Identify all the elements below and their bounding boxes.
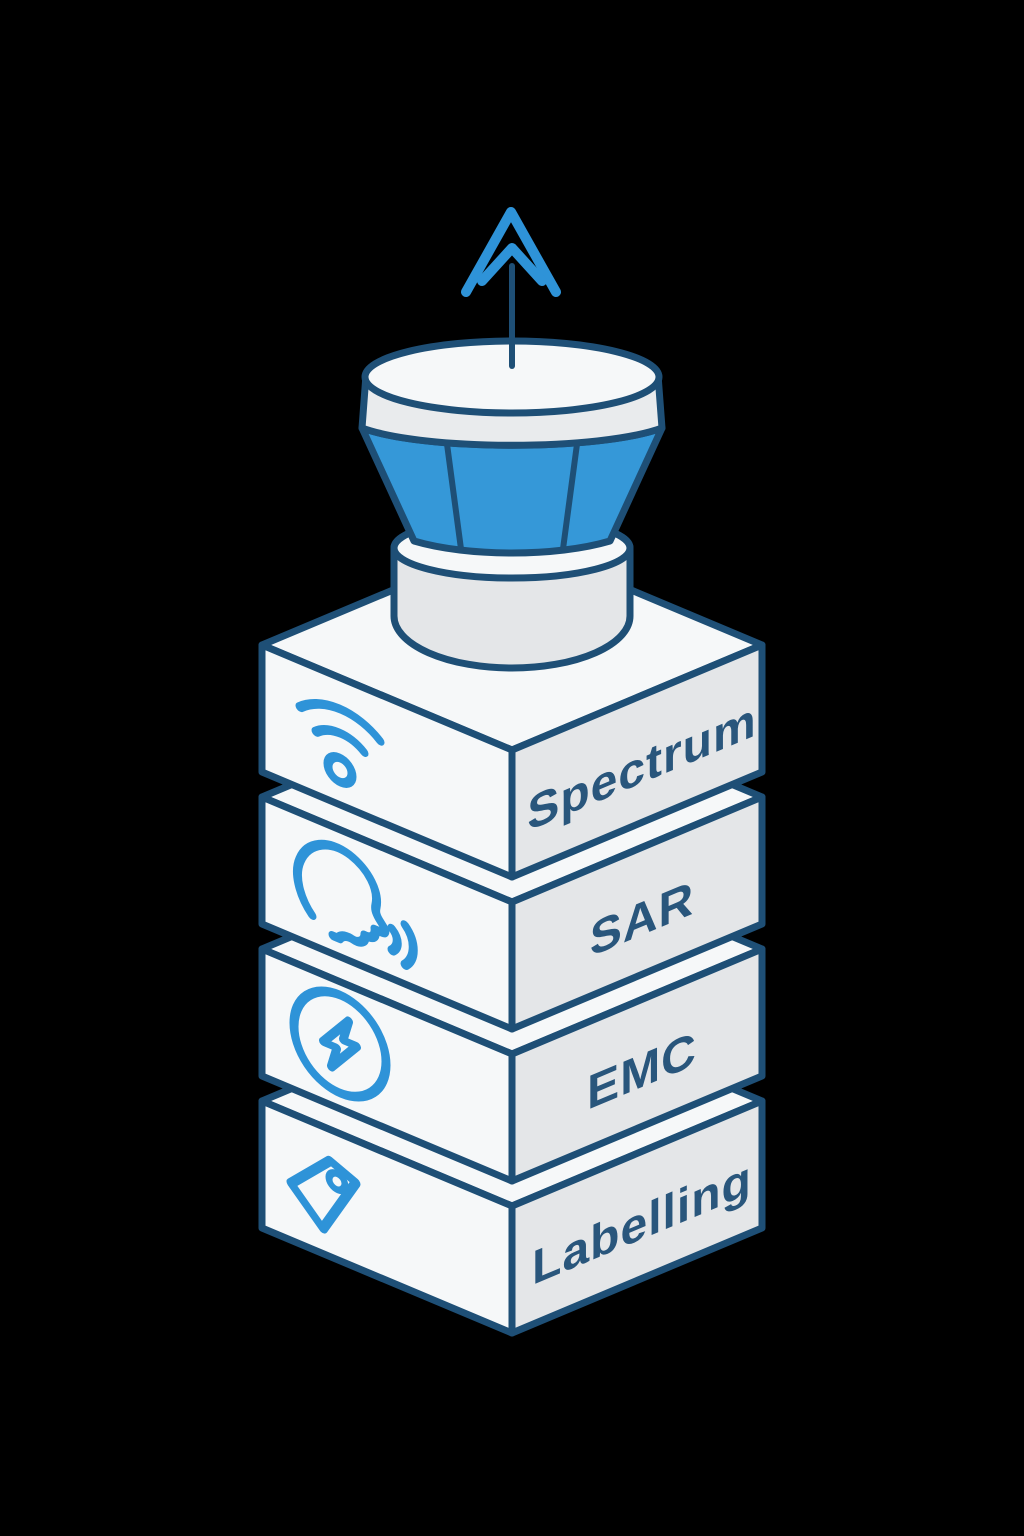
spectrum-right-face [508,641,766,881]
head-speech-icon [293,839,418,971]
glass-mullion-right [560,441,580,552]
up-arrow-icon [461,207,561,297]
lightning-circle-icon [289,986,391,1102]
wifi-icon [295,699,385,788]
labelling-right-face [508,1097,766,1337]
tag-icon [286,1155,361,1234]
tower-cap [358,207,666,672]
glass-mullion-left [444,441,464,552]
emc-right-face [508,945,766,1185]
sar-right-face [508,793,766,1033]
